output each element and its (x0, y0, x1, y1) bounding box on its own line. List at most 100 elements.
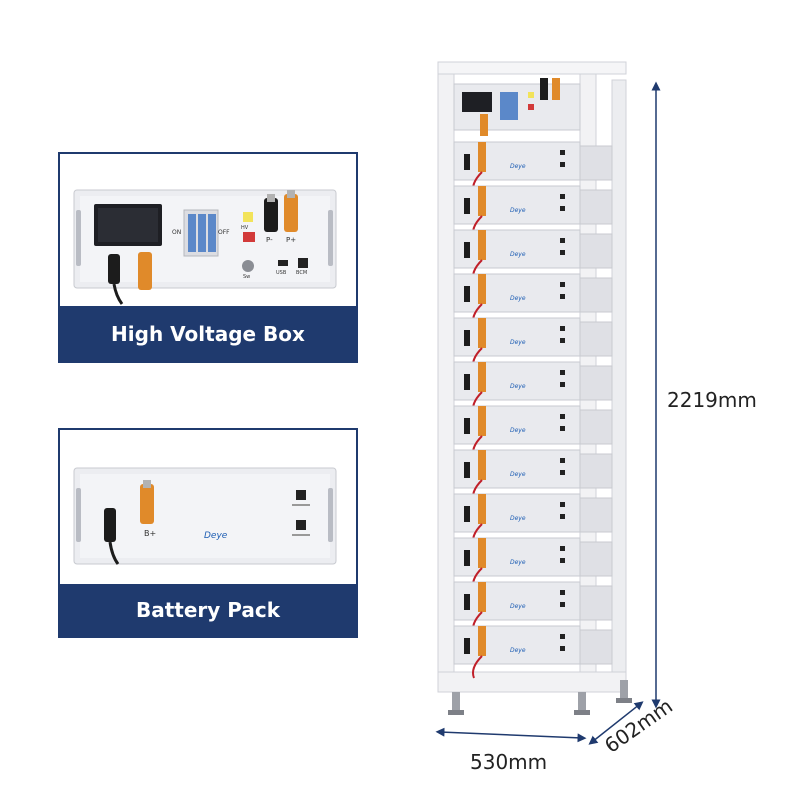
module-front (453, 449, 581, 489)
module-orange-connector (478, 186, 486, 216)
battery-pack-card: B+ Deye Battery Pack (58, 428, 358, 638)
hv-label: HV (241, 225, 249, 231)
module-port (560, 458, 565, 463)
module-black-connector (464, 638, 470, 654)
module-black-connector (464, 418, 470, 434)
module-orange-connector (478, 362, 486, 392)
module-orange-connector (478, 318, 486, 348)
battery-pack-title: Battery Pack (60, 584, 356, 636)
p-minus-label: P- (266, 236, 273, 244)
rack-high-voltage-box (453, 78, 581, 136)
rack-battery-modules: DeyeDeyeDeyeDeyeDeyeDeyeDeyeDeyeDeyeDeye… (453, 141, 613, 679)
battery-pack-image: B+ Deye (73, 467, 337, 565)
battery-module: Deye (453, 185, 613, 239)
battery-module: Deye (453, 273, 613, 327)
module-front (453, 537, 581, 577)
module-side (579, 277, 613, 313)
width-dimension-line (435, 727, 587, 743)
module-side (579, 365, 613, 401)
module-brand: Deye (510, 251, 526, 258)
module-front (453, 141, 581, 181)
module-brand: Deye (510, 603, 526, 610)
sw-label: Sw (243, 274, 250, 280)
module-port (560, 414, 565, 419)
module-black-connector (464, 154, 470, 170)
module-orange-connector (478, 626, 486, 656)
module-brand: Deye (510, 647, 526, 654)
module-brand: Deye (510, 295, 526, 302)
module-front (453, 229, 581, 269)
module-front (453, 361, 581, 401)
bcm-label: BCM (296, 270, 307, 276)
module-brand: Deye (510, 339, 526, 346)
module-side (579, 321, 613, 357)
module-port (560, 514, 565, 519)
module-side (579, 629, 613, 665)
module-port (560, 646, 565, 651)
module-front (453, 581, 581, 621)
module-port (560, 382, 565, 387)
battery-module: Deye (453, 537, 613, 591)
module-black-connector (464, 506, 470, 522)
module-orange-connector (478, 582, 486, 612)
module-side (579, 453, 613, 489)
high-voltage-box-card: ON OFF HV P- P+ Sw USB BCM (58, 152, 358, 363)
high-voltage-box-title: High Voltage Box (60, 306, 356, 361)
module-port (560, 162, 565, 167)
depth-dimension-line (588, 701, 644, 745)
module-black-connector (464, 550, 470, 566)
on-label: ON (172, 229, 181, 236)
height-dimension-label: 2219mm (667, 388, 757, 412)
module-port (560, 338, 565, 343)
module-port (560, 590, 565, 595)
module-port (560, 194, 565, 199)
module-port (560, 370, 565, 375)
module-orange-connector (478, 494, 486, 524)
module-brand: Deye (510, 427, 526, 434)
module-port (560, 326, 565, 331)
off-label: OFF (218, 229, 230, 236)
module-front (453, 317, 581, 357)
battery-module: Deye (453, 405, 613, 459)
module-port (560, 150, 565, 155)
module-front (453, 185, 581, 225)
module-brand: Deye (510, 471, 526, 478)
module-brand: Deye (510, 207, 526, 214)
module-port (560, 634, 565, 639)
module-brand: Deye (510, 515, 526, 522)
module-orange-connector (478, 538, 486, 568)
module-port (560, 250, 565, 255)
battery-pack-photo: B+ Deye (60, 430, 356, 582)
module-brand: Deye (510, 383, 526, 390)
module-black-connector (464, 594, 470, 610)
module-front (453, 405, 581, 445)
module-side (579, 497, 613, 533)
module-side (579, 233, 613, 269)
battery-module: Deye (453, 449, 613, 503)
module-orange-connector (478, 406, 486, 436)
battery-module: Deye (453, 141, 613, 195)
module-black-connector (464, 330, 470, 346)
module-brand: Deye (510, 163, 526, 170)
high-voltage-box-image: ON OFF HV P- P+ Sw USB BCM (73, 189, 337, 305)
module-side (579, 409, 613, 445)
module-port (560, 238, 565, 243)
module-front (453, 625, 581, 665)
module-port (560, 470, 565, 475)
module-port (560, 558, 565, 563)
module-port (560, 502, 565, 507)
module-black-connector (464, 374, 470, 390)
battery-module: Deye (453, 493, 613, 547)
battery-module: Deye (453, 581, 613, 635)
module-orange-connector (478, 450, 486, 480)
width-dimension-label: 530mm (470, 750, 548, 774)
module-side (579, 541, 613, 577)
module-black-connector (464, 198, 470, 214)
module-port (560, 294, 565, 299)
module-orange-connector (478, 142, 486, 172)
module-front (453, 273, 581, 313)
battery-module: Deye (453, 361, 613, 415)
module-front (453, 493, 581, 533)
module-cable (472, 655, 483, 679)
